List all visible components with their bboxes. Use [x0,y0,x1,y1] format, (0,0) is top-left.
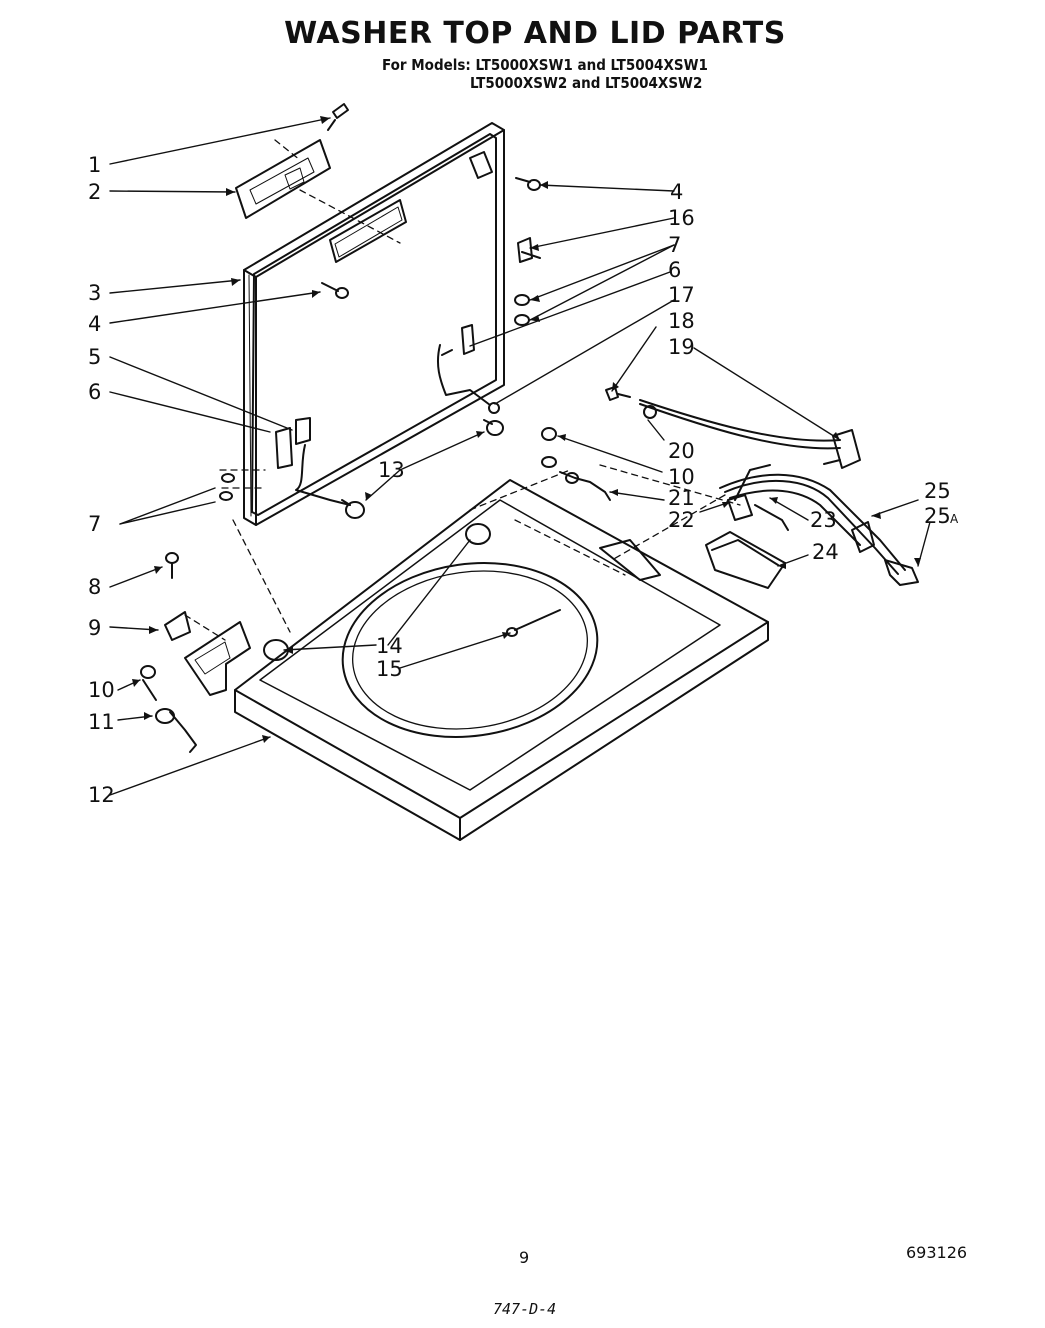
callout-22: 22 [668,508,695,532]
model-list: For Models: LT5000XSW1 and LT5004XSW1 LT… [382,56,708,92]
callout-4: 4 [670,180,683,204]
callout-25a: 25 [924,504,951,528]
washer-top [234,479,769,841]
switch-bracket [164,611,191,641]
document-code: 693126 [906,1243,968,1262]
bumper [341,419,504,519]
arrow-heads [132,116,921,743]
hinge-assembly [436,324,500,414]
wire-harness [605,386,919,586]
callout-17: 17 [668,283,695,307]
callout-24: 24 [812,540,839,564]
callout-6: 6 [668,258,681,282]
callout-25a-suffix: A [950,512,959,526]
callout-4: 4 [88,312,101,336]
callout-14: 14 [376,634,403,658]
switch-cover [705,531,786,589]
lid-clip [235,139,331,219]
hinge-assembly [275,417,351,506]
callout-13: 13 [378,458,405,482]
screw [506,609,561,637]
callout-20: 20 [668,439,695,463]
lid-switch-spring [559,471,611,501]
callout-25: 25 [924,479,951,503]
callout-11: 11 [88,710,115,734]
callout-7: 7 [668,233,681,257]
callout-18: 18 [668,309,695,333]
callout-10: 10 [88,678,115,702]
callout-5: 5 [88,345,101,369]
callout-2: 2 [88,180,101,204]
screw [219,473,235,501]
actuator [140,665,157,701]
lid-window [329,199,407,263]
callout-16: 16 [668,206,695,230]
callout-23: 23 [810,508,837,532]
models-line-2: LT5000XSW2 and LT5004XSW2 [470,74,703,92]
lid-switch [727,494,753,521]
lid-frame [243,122,505,526]
callout-15: 15 [376,657,403,681]
lid-switch-spring [155,708,197,753]
callout-21: 21 [668,486,695,510]
callout-labels: 1 2 3 4 5 6 7 8 9 10 11 12 13 14 15 4 16… [88,153,959,807]
lid-bracket [517,237,541,263]
plunger [165,552,179,579]
callout-19: 19 [668,335,695,359]
callout-9: 9 [88,616,101,640]
models-line-1: For Models: LT5000XSW1 and LT5004XSW1 [382,56,708,74]
screw [514,294,530,326]
leader-lines [109,117,931,796]
callout-8: 8 [88,575,101,599]
callout-7: 7 [88,512,101,536]
callout-6: 6 [88,380,101,404]
screw [327,103,349,131]
actuator [541,427,557,468]
callout-12: 12 [88,783,115,807]
callout-10: 10 [668,465,695,489]
page-number: 9 [519,1248,530,1267]
bumper [321,282,349,299]
callout-1: 1 [88,153,101,177]
switch-housing [184,621,251,696]
callout-3: 3 [88,281,101,305]
page-title: WASHER TOP AND LID PARTS [284,16,786,51]
handwritten-note: 747-D-4 [493,1300,557,1318]
